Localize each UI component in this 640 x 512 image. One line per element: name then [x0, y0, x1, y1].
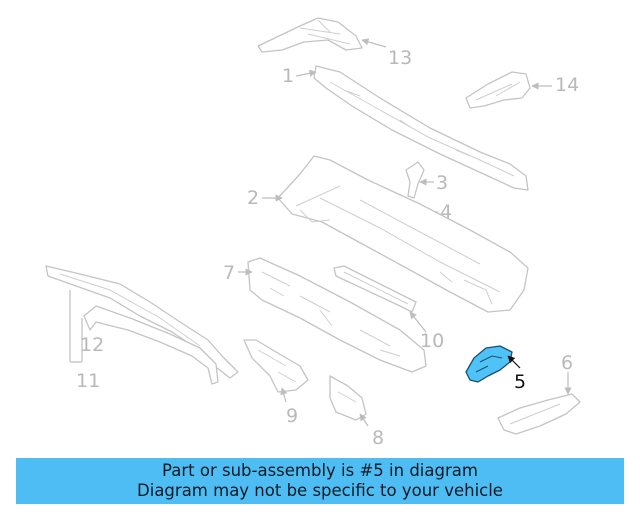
part-5-highlighted-bracket[interactable] [465, 345, 513, 383]
leader-9 [280, 387, 288, 403]
part-1-cowl-panel[interactable] [313, 65, 529, 191]
callout-7[interactable]: 7 [223, 262, 235, 284]
callout-12[interactable]: 12 [80, 334, 104, 356]
leader-8 [359, 413, 369, 427]
part-6-panel[interactable] [497, 393, 581, 435]
banner-line-disclaimer: Diagram may not be specific to your vehi… [137, 481, 503, 500]
callout-8[interactable]: 8 [372, 427, 384, 449]
part-7-dash-panel-lower[interactable] [247, 257, 427, 373]
parts-diagram: 13 14 1 3 4 2 10 7 [45, 17, 581, 449]
part-12-rail-lower[interactable] [83, 305, 219, 385]
part-14-bracket[interactable] [465, 71, 531, 109]
leader-11 [69, 290, 83, 363]
part-2-dash-panel-upper[interactable] [277, 155, 529, 313]
leader-10 [409, 311, 427, 333]
callout-14[interactable]: 14 [555, 74, 579, 96]
callout-11[interactable]: 11 [76, 370, 100, 392]
callout-6[interactable]: 6 [561, 352, 573, 374]
callout-1[interactable]: 1 [282, 65, 294, 87]
callout-2[interactable]: 2 [247, 187, 259, 209]
part-8-bracket[interactable] [329, 375, 367, 421]
callout-3[interactable]: 3 [436, 172, 448, 194]
part-9-bracket[interactable] [243, 339, 309, 393]
callout-5[interactable]: 5 [514, 371, 526, 393]
part-11-side-rail[interactable] [45, 265, 239, 379]
callout-10[interactable]: 10 [420, 330, 444, 352]
info-banner: Part or sub-assembly is #5 in diagram Di… [16, 458, 624, 504]
part-13-cowl-top[interactable] [257, 17, 363, 53]
leader-1 [295, 69, 317, 77]
part-3-bracket[interactable] [405, 161, 425, 199]
callout-9[interactable]: 9 [286, 405, 298, 427]
leader-13 [361, 38, 387, 48]
leader-5 [507, 355, 521, 369]
callout-13[interactable]: 13 [388, 47, 412, 69]
banner-line-part: Part or sub-assembly is #5 in diagram [162, 461, 478, 480]
